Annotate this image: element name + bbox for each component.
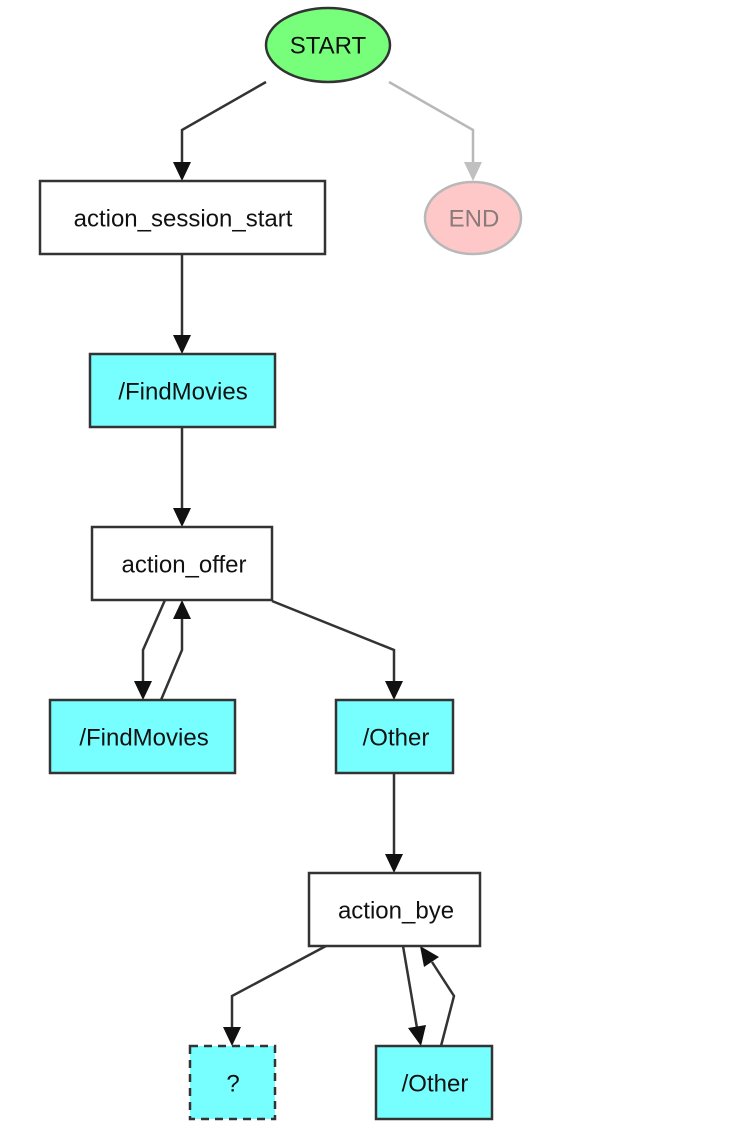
action-session-start-label: action_session_start [74, 206, 293, 233]
edge-offer-to-findmovies-loop [141, 599, 167, 683]
arrowhead-icon [223, 1027, 241, 1046]
arrowhead-icon [173, 162, 191, 181]
findmovies-intent-label: /FindMovies [118, 379, 247, 406]
edge-other-loop-to-bye [430, 961, 456, 1047]
arrowhead-icon [464, 162, 482, 181]
action-bye-node: action_bye [307, 871, 482, 948]
edge-bye-to-unknown [230, 944, 327, 1029]
other-loop-intent-node: /Other [374, 1044, 494, 1121]
action-session-start-node: action_session_start [38, 179, 327, 256]
unknown-label: ? [226, 1071, 239, 1098]
findmovies-loop-intent-node: /FindMovies [48, 698, 237, 775]
start-node: START [264, 6, 392, 84]
arrowhead-icon [173, 508, 191, 527]
other-intent-node: /Other [334, 698, 455, 775]
other-loop-intent-label: /Other [402, 1071, 469, 1098]
edge-bye-to-other-loop [401, 945, 419, 1029]
arrowhead-icon [173, 335, 191, 354]
action-offer-label: action_offer [122, 552, 247, 579]
start-label: START [290, 33, 367, 60]
end-node: END [423, 180, 523, 256]
findmovies-loop-intent-label: /FindMovies [79, 725, 208, 752]
arrowhead-icon [420, 946, 439, 967]
arrowhead-icon [173, 600, 191, 619]
unknown-node: ? [188, 1044, 277, 1121]
edge-start-to-session-start [180, 80, 267, 164]
arrowhead-icon [408, 1025, 426, 1046]
edge-start-to-end [388, 80, 475, 164]
arrowhead-icon [134, 681, 152, 700]
other-intent-label: /Other [363, 725, 430, 752]
end-label: END [449, 206, 500, 233]
edge-offer-to-other [271, 599, 396, 683]
arrowhead-icon [385, 854, 403, 873]
action-bye-label: action_bye [338, 898, 454, 925]
action-offer-node: action_offer [90, 525, 274, 602]
findmovies-intent-node: /FindMovies [88, 352, 277, 429]
edge-findmovies-loop-to-offer [159, 617, 184, 701]
arrowhead-icon [385, 681, 403, 700]
